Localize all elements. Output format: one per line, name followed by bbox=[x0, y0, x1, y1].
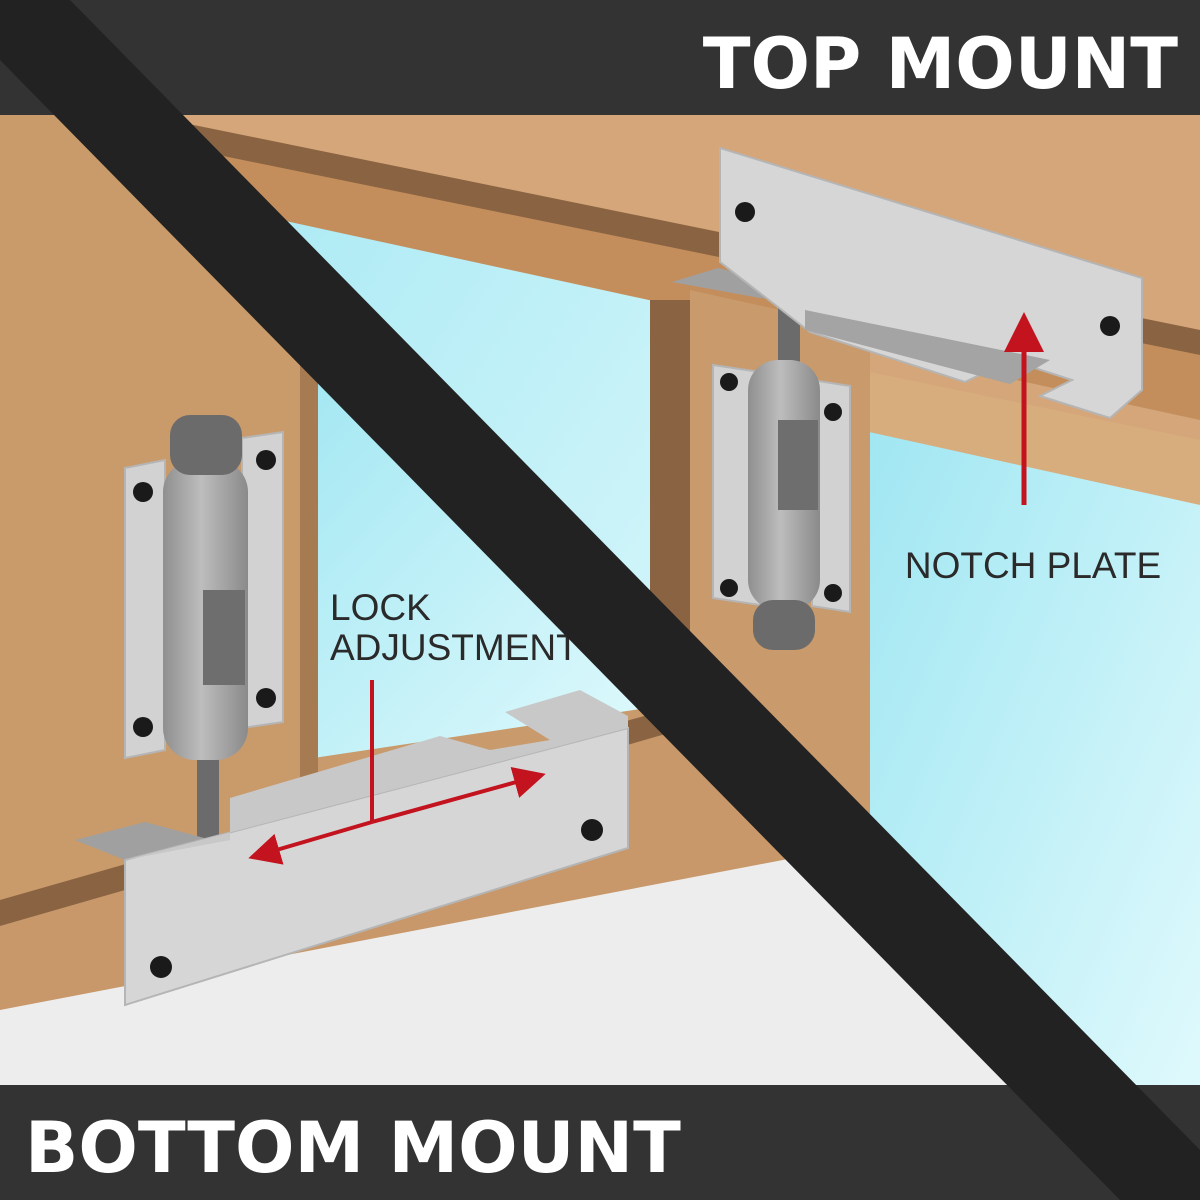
bottom-bolt-knob bbox=[170, 415, 242, 475]
bottom-mount-title: BOTTOM MOUNT bbox=[25, 1107, 681, 1189]
bottom-bolt-plate-right bbox=[241, 430, 284, 730]
top-screw-3 bbox=[720, 579, 738, 597]
top-notch-screw-1 bbox=[735, 202, 755, 222]
bottom-notch-screw-2 bbox=[150, 956, 172, 978]
top-banner bbox=[0, 0, 1200, 115]
bottom-screw-2 bbox=[256, 450, 276, 470]
bottom-bolt-slot bbox=[203, 590, 245, 685]
top-screw-4 bbox=[824, 584, 842, 602]
lock-adjustment-label-line2: ADJUSTMENT bbox=[330, 627, 579, 668]
top-mount-title: TOP MOUNT bbox=[703, 23, 1179, 105]
bottom-notch-plate-top bbox=[125, 690, 628, 860]
bottom-bolt-rod bbox=[197, 740, 219, 845]
bottom-notch-plate-front bbox=[124, 726, 629, 1007]
bottom-notch-screw-1 bbox=[581, 819, 603, 841]
top-header-beam-lower bbox=[860, 370, 1200, 505]
bottom-bolt-plate-left bbox=[124, 458, 166, 760]
top-notch-screw-2 bbox=[1100, 316, 1120, 336]
lock-adjustment-arrow-left bbox=[248, 820, 373, 865]
lock-adjustment-label-line1: LOCK bbox=[330, 587, 431, 628]
top-screw-1 bbox=[720, 373, 738, 391]
bottom-screw-4 bbox=[256, 688, 276, 708]
top-notch-plate-underside bbox=[805, 310, 1050, 384]
top-screw-2 bbox=[824, 403, 842, 421]
top-bolt-slot bbox=[778, 420, 818, 510]
top-bolt-knob bbox=[753, 600, 815, 650]
bottom-banner bbox=[0, 1085, 1200, 1200]
bottom-screw-1 bbox=[133, 482, 153, 502]
lock-adjustment-arrow-right bbox=[371, 766, 546, 824]
bottom-screw-3 bbox=[133, 717, 153, 737]
notch-plate-label: NOTCH PLATE bbox=[905, 545, 1161, 586]
bottom-post-edge bbox=[300, 320, 318, 790]
